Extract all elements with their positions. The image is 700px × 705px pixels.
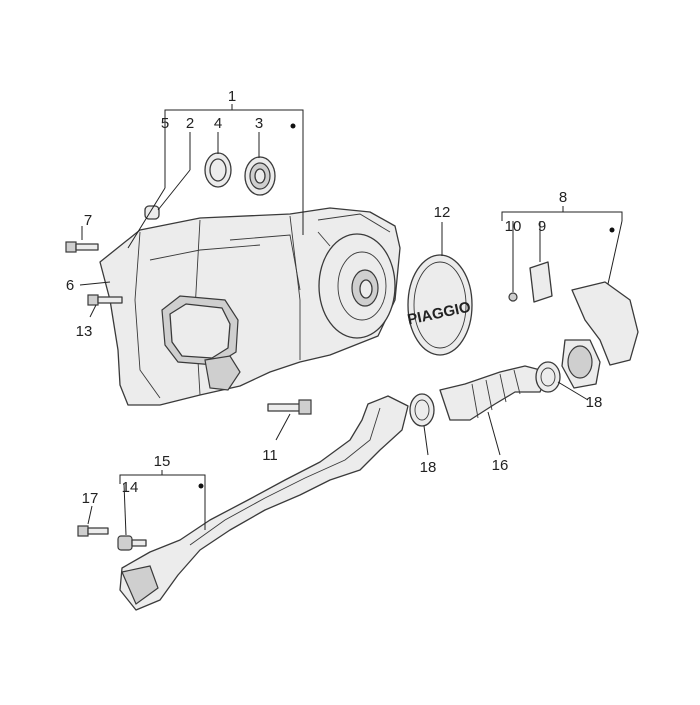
air-duct-part-15 [119,395,409,611]
dowel-part-2 [144,205,160,220]
callout-3: 3 [255,115,263,132]
callout-2: 2 [186,115,194,132]
callout-9: 9 [538,218,546,235]
grommet-part-14 [117,535,147,551]
callout-7: 7 [84,212,92,229]
callout-5: 5 [161,115,169,132]
bolt-part-11 [267,399,312,415]
seal-ring-part-4 [204,152,232,188]
screw-part-13 [87,294,123,306]
callout-15: 15 [154,453,171,470]
group-bracket-1 [164,104,304,132]
callout-16: 16 [492,457,509,474]
clip-part-9 [529,261,553,303]
leader-lines [79,132,623,536]
clamp-part-18-lower [409,393,435,427]
group-bracket-15 [119,470,206,484]
leader-dot-15 [198,483,204,489]
bearing-part-3 [244,156,276,196]
intake-scoop-part-8 [561,281,639,389]
hose-part-16 [439,365,549,421]
bolt-part-7 [65,241,99,253]
callout-1: 1 [228,88,236,105]
callout-6: 6 [66,277,74,294]
callout-13: 13 [76,323,93,340]
callout-18-lower: 18 [420,459,437,476]
group-bracket-8 [501,206,623,221]
callout-14: 14 [122,479,139,496]
callout-18-upper: 18 [586,394,603,411]
screw-part-10 [508,292,518,302]
callout-11: 11 [262,447,278,464]
screw-part-17 [77,525,109,537]
leader-dot-8 [609,227,615,233]
leader-dot-1 [290,123,296,129]
callout-12: 12 [434,204,451,221]
callout-8: 8 [559,189,567,206]
clamp-part-18-upper [535,361,561,393]
cover-cap-part-12: PIAGGIO [406,254,473,356]
callout-4: 4 [214,115,222,132]
crankcase-cover [99,207,401,406]
callout-10: 10 [505,218,522,235]
callout-17: 17 [82,490,99,507]
